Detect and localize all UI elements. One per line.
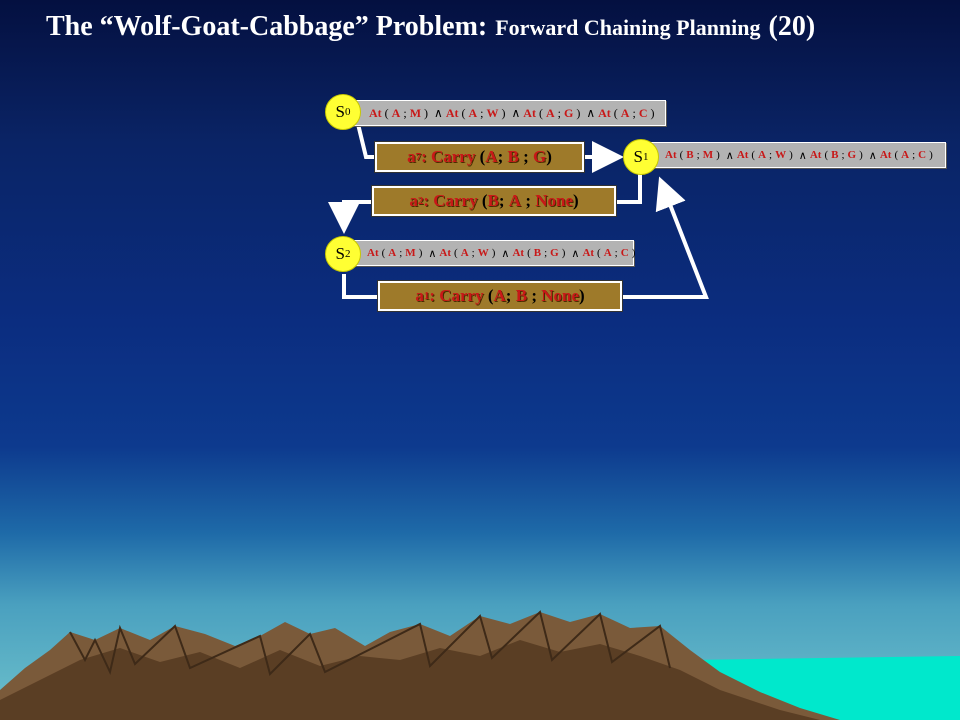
atom-predicate: At xyxy=(369,105,382,120)
title-main: The “Wolf-Goat-Cabbage” Problem: xyxy=(46,11,488,42)
state-s0-atoms: At(A;M) ∧ At(A;W) ∧ At(A;G) ∧ At(A;C) xyxy=(369,105,655,120)
state-s1-bar: At(B;M) ∧ At(A;W) ∧ At(B;G) ∧ At(A;C) xyxy=(644,142,946,168)
arrow-a1-s1 xyxy=(622,176,709,299)
mountain-ridges xyxy=(69,610,671,676)
slide-title: The “Wolf-Goat-Cabbage” Problem: Forward… xyxy=(46,6,815,43)
state-s1-atoms: At(B;M) ∧ At(A;W) ∧ At(B;G) ∧ At(A;C) xyxy=(665,149,933,162)
connector-s2-a1 xyxy=(342,274,378,299)
state-s2-atoms: At(A;M) ∧ At(A;W) ∧ At(B;G) ∧ At(A;C) xyxy=(367,247,636,260)
and-operator: ∧ xyxy=(434,105,443,120)
title-number: (20) xyxy=(768,11,816,42)
connector-s1-a2 xyxy=(616,174,642,204)
state-s2-bar: At(A;M) ∧ At(A;W) ∧ At(B;G) ∧ At(A;C) xyxy=(346,240,635,266)
arrow-a2-s2 xyxy=(328,200,372,234)
title-sub: Forward Chaining Planning xyxy=(495,15,761,40)
state-s0-bar: At(A;M) ∧ At(A;W) ∧ At(A;G) ∧ At(A;C) xyxy=(346,100,666,126)
connector-s0-a7 xyxy=(356,123,375,159)
